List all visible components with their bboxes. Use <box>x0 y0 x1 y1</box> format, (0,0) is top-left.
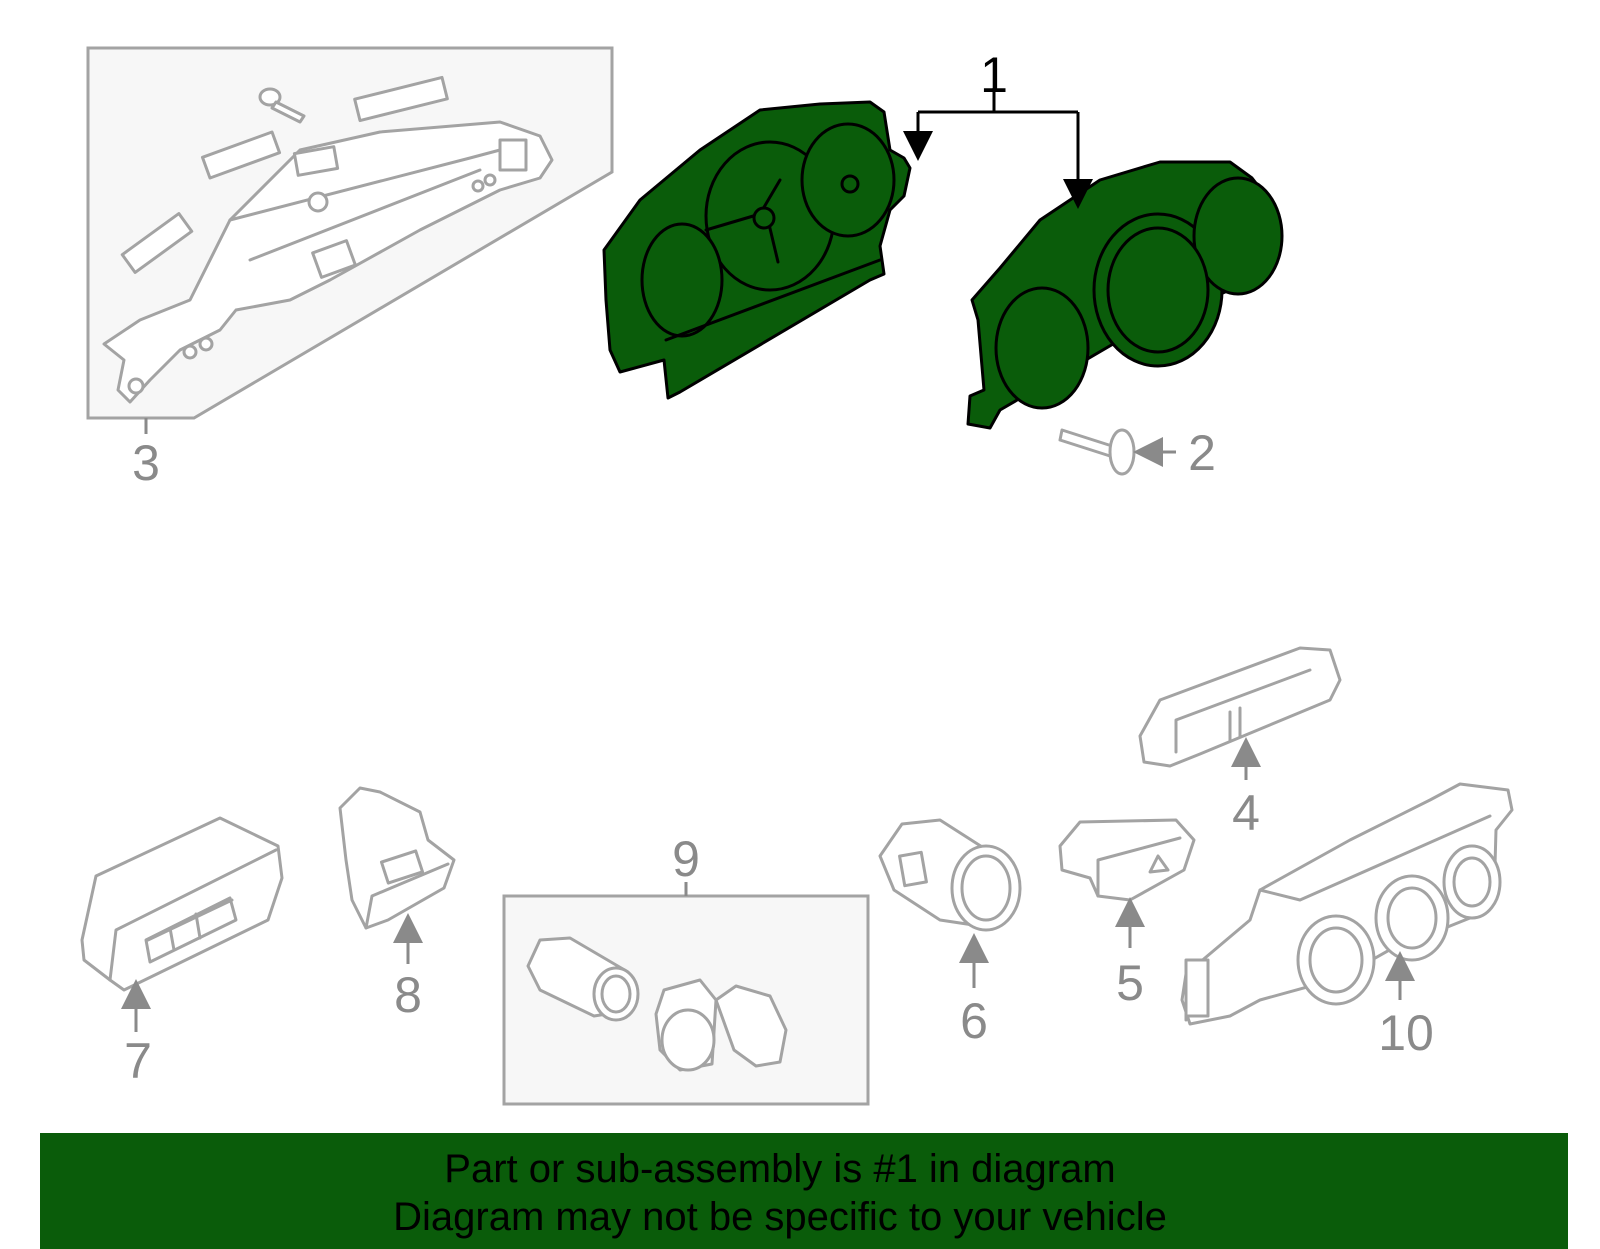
part-5-hazard-switch[interactable]: 5 <box>1058 818 1196 1011</box>
part-10-climate-control[interactable]: 10 <box>1180 782 1514 1061</box>
part-9-lighter-kit[interactable]: 9 <box>502 831 870 1106</box>
callout-9: 9 <box>672 831 700 887</box>
part-1-instrument-cluster-front[interactable] <box>966 160 1284 430</box>
notice-banner: Part or sub-assembly is #1 in diagram Di… <box>40 1133 1568 1249</box>
callout-5: 5 <box>1116 955 1144 1011</box>
callout-1-leaders: 1 <box>903 47 1093 209</box>
part-7-switch-pack[interactable]: 7 <box>80 816 284 1089</box>
callout-7: 7 <box>124 1033 152 1089</box>
part-2-screw[interactable]: 2 <box>1058 425 1216 481</box>
banner-line-2: Diagram may not be specific to your vehi… <box>393 1195 1167 1239</box>
callout-4: 4 <box>1232 785 1260 841</box>
screw-icon <box>258 87 306 124</box>
callout-8: 8 <box>394 967 422 1023</box>
part-1-instrument-cluster-rear[interactable] <box>602 100 912 400</box>
pad-icon <box>353 75 449 123</box>
pad-icon <box>120 212 194 274</box>
callout-3: 3 <box>132 435 160 491</box>
part-6-socket[interactable]: 6 <box>878 818 1022 1049</box>
part-4-switch-panel[interactable]: 4 <box>1138 646 1342 841</box>
part-8-switch[interactable]: 8 <box>338 786 456 1023</box>
callout-2: 2 <box>1188 425 1216 481</box>
banner-line-1: Part or sub-assembly is #1 in diagram <box>444 1147 1116 1191</box>
pad-icon <box>200 130 282 180</box>
callout-1: 1 <box>980 47 1008 103</box>
part-3-bracket-group[interactable]: 3 <box>86 46 614 491</box>
callout-10: 10 <box>1378 1005 1434 1061</box>
hazard-triangle-icon <box>1148 854 1170 874</box>
callout-6: 6 <box>960 993 988 1049</box>
